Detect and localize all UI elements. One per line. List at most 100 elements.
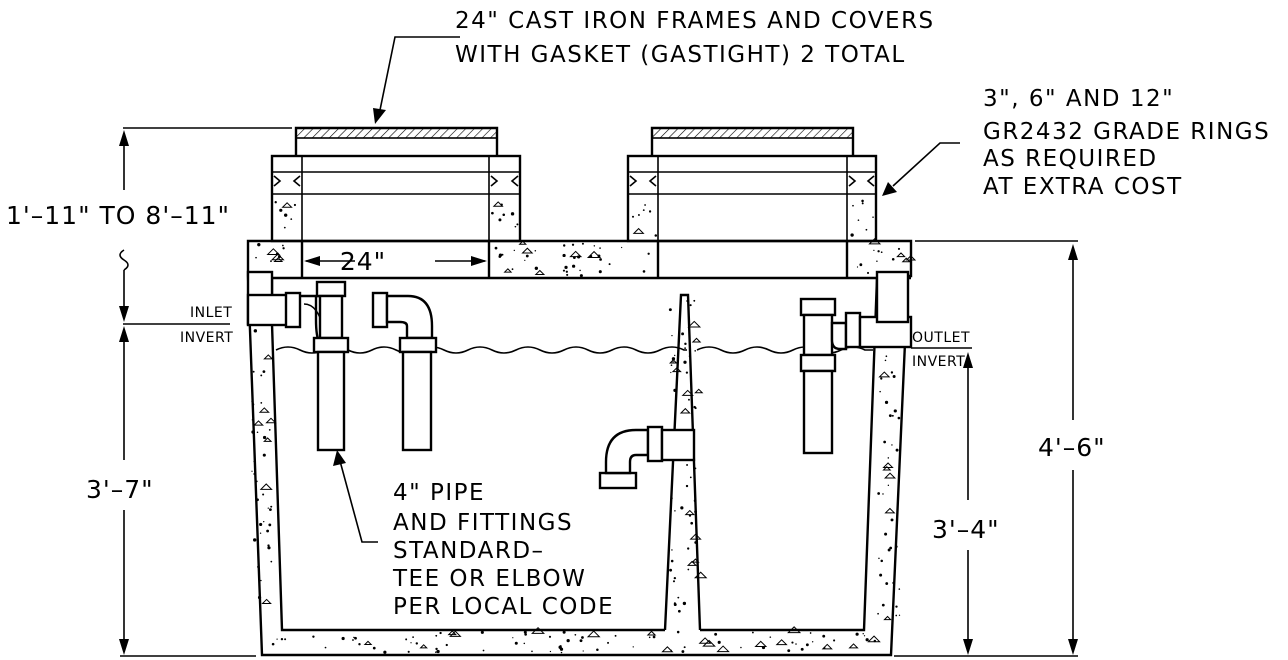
aggregate-dot xyxy=(898,614,901,616)
rings-callout-line-1: 3", 6" AND 12" xyxy=(983,86,1174,112)
aggregate-dot xyxy=(685,371,689,374)
aggregate-mark xyxy=(586,250,602,259)
concrete-hatching xyxy=(251,199,917,654)
aggregate-dot xyxy=(267,544,270,547)
aggregate-dot xyxy=(648,210,652,213)
aggregate-dot xyxy=(256,480,258,483)
aggregate-dot xyxy=(263,520,265,523)
rings-callout-line-2: GR2432 GRADE RINGS xyxy=(983,119,1270,145)
aggregate-dot xyxy=(689,476,692,479)
aggregate-dot xyxy=(688,355,690,357)
aggregate-dot xyxy=(270,505,273,508)
aggregate-dot xyxy=(689,304,692,307)
aggregate-dot xyxy=(581,242,584,245)
aggregate-dot xyxy=(885,582,889,585)
aggregate-mark xyxy=(698,637,712,644)
aggregate-mark xyxy=(632,227,645,234)
aggregate-dot xyxy=(436,649,440,654)
aggregate-dot xyxy=(895,614,898,617)
aggregate-dot xyxy=(670,371,672,374)
aggregate-mark xyxy=(263,354,274,360)
aggregate-dot xyxy=(654,234,658,237)
aggregate-dot xyxy=(887,484,890,487)
aggregate-dot xyxy=(251,403,255,406)
aggregate-dot xyxy=(259,522,263,527)
pipe-callout-line-2: AND FITTINGS xyxy=(393,510,573,536)
aggregate-dot xyxy=(881,603,885,607)
aggregate-dot xyxy=(893,409,897,413)
aggregate-dot xyxy=(566,273,569,276)
aggregate-dot xyxy=(565,270,568,273)
aggregate-dot xyxy=(502,213,506,217)
aggregate-dot xyxy=(717,640,721,644)
aggregate-dot xyxy=(562,630,566,634)
aggregate-dot xyxy=(262,493,265,496)
aggregate-dot xyxy=(668,308,672,312)
aggregate-dot xyxy=(677,609,681,613)
aggregate-dot xyxy=(523,642,526,645)
aggregate-mark xyxy=(896,252,906,258)
pipe-callout-line-4: TEE OR ELBOW xyxy=(392,566,586,592)
aggregate-mark xyxy=(492,201,504,207)
aggregate-dot xyxy=(671,549,673,551)
aggregate-dot xyxy=(694,407,697,410)
aggregate-mark xyxy=(265,417,277,424)
baffle-elbow xyxy=(598,425,696,490)
aggregate-dot xyxy=(879,390,881,393)
riser-right xyxy=(626,126,878,243)
grade-ring-left xyxy=(270,154,522,243)
aggregate-dot xyxy=(549,650,552,653)
aggregate-dot xyxy=(674,510,676,512)
aggregate-dot xyxy=(673,602,676,605)
aggregate-mark xyxy=(882,465,892,471)
aggregate-mark xyxy=(884,507,896,514)
aggregate-dot xyxy=(880,377,883,380)
aggregate-dot xyxy=(891,444,893,446)
aggregate-dot xyxy=(523,630,527,634)
aggregate-dot xyxy=(439,631,442,635)
outlet-tee xyxy=(799,270,913,455)
aggregate-dot xyxy=(574,633,577,636)
aggregate-dot xyxy=(252,370,255,373)
aggregate-dot xyxy=(514,641,518,645)
aggregate-dot xyxy=(566,638,570,643)
outlet-label-1: OUTLET xyxy=(912,330,970,346)
aggregate-dot xyxy=(262,453,266,457)
aggregate-dot xyxy=(270,260,272,263)
aggregate-dot xyxy=(513,249,516,252)
aggregate-dot xyxy=(890,518,894,522)
aggregate-mark xyxy=(901,257,911,263)
aggregate-dot xyxy=(599,247,601,249)
aggregate-dot xyxy=(253,329,258,333)
aggregate-dot xyxy=(579,639,583,643)
aggregate-dot xyxy=(642,270,646,273)
aggregate-dot xyxy=(811,641,814,643)
aggregate-dot xyxy=(672,580,676,583)
aggregate-dot xyxy=(632,646,634,648)
aggregate-dot xyxy=(354,636,357,640)
aggregate-mark xyxy=(684,509,696,516)
aggregate-dot xyxy=(883,440,886,444)
aggregate-dot xyxy=(877,250,880,253)
aggregate-dot xyxy=(676,630,680,634)
opening-width-label: 24" xyxy=(340,247,386,276)
aggregate-dot xyxy=(253,460,255,463)
aggregate-dot xyxy=(687,547,690,550)
aggregate-dot xyxy=(491,211,494,215)
aggregate-mark xyxy=(661,646,674,653)
aggregate-dot xyxy=(435,634,438,637)
aggregate-dot xyxy=(579,269,581,272)
aggregate-dot xyxy=(892,581,896,585)
riser-left xyxy=(270,126,522,243)
aggregate-dot xyxy=(805,643,809,647)
aggregate-dot xyxy=(257,242,261,247)
aggregate-dot xyxy=(857,219,860,221)
aggregate-dot xyxy=(865,638,869,642)
aggregate-dot xyxy=(684,342,687,346)
aggregate-dot xyxy=(694,510,698,514)
aggregate-dot xyxy=(284,638,287,641)
aggregate-dot xyxy=(514,225,517,228)
aggregate-dot xyxy=(866,271,870,274)
aggregate-dot xyxy=(312,635,315,638)
aggregate-dot xyxy=(687,568,690,571)
